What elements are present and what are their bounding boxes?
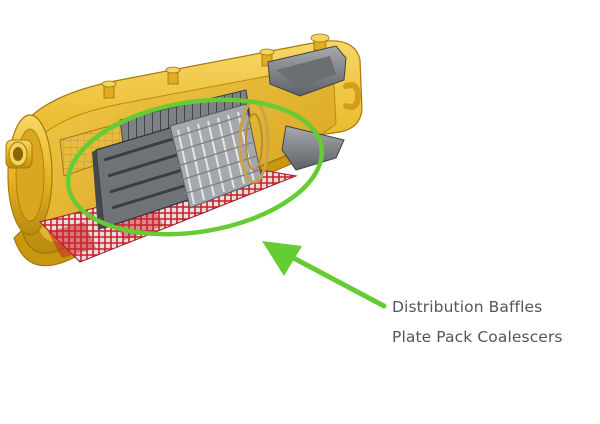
lifting-lug (343, 82, 362, 110)
label-distribution-baffles: Distribution Baffles (392, 298, 543, 316)
inlet-nozzle (5, 139, 33, 169)
label-plate-pack-coalescers: Plate Pack Coalescers (392, 328, 563, 346)
callout-arrow (262, 241, 387, 309)
top-nozzles (101, 33, 330, 99)
outlet-hopper (267, 45, 347, 171)
plate-pack-coalescers (169, 100, 270, 209)
highlight-ellipse (65, 97, 325, 237)
callout-labels: Distribution Baffles Plate Pack Coalesce… (392, 292, 563, 352)
